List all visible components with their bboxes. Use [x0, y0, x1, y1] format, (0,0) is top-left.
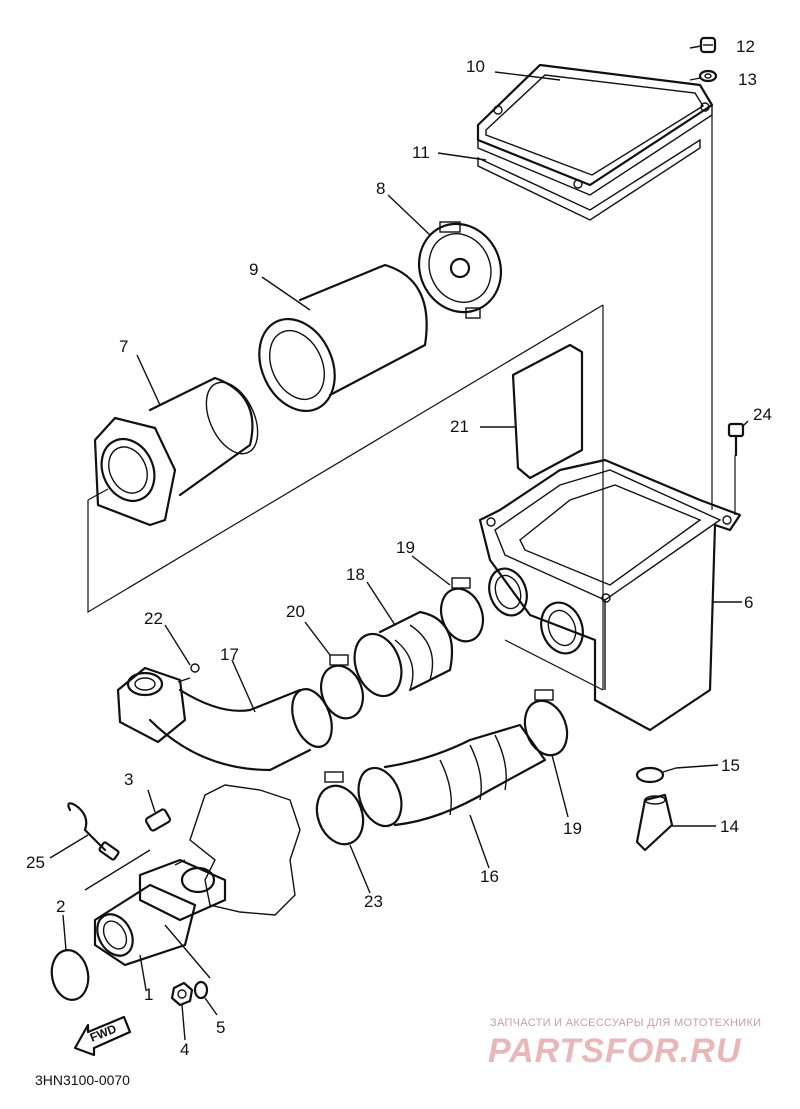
clamp-lower-right [523, 689, 569, 757]
callout-22: 22 [144, 609, 163, 628]
rubber-boot [357, 723, 547, 828]
drain-cap [635, 793, 674, 852]
callout-19-lower: 19 [563, 819, 582, 838]
callout-16: 16 [480, 867, 499, 886]
callout-10: 10 [466, 57, 485, 76]
carburetor-joint [93, 858, 227, 967]
forward-arrow-icon: FWD [73, 1015, 132, 1057]
callout-1: 1 [144, 985, 153, 1004]
sealing-plate [511, 343, 584, 480]
callout-7: 7 [119, 337, 128, 356]
callouts: 1 2 3 4 5 6 7 8 9 10 11 12 13 14 15 16 1… [26, 37, 772, 1059]
engine-outline [189, 784, 301, 916]
callout-24: 24 [753, 405, 772, 424]
callout-14: 14 [720, 817, 739, 836]
clamp-joint [319, 654, 365, 720]
reference-lines [87, 115, 736, 691]
case-bolt [727, 422, 745, 457]
intake-duct [116, 663, 333, 772]
drain-clip [635, 766, 677, 784]
clamp-upper [439, 577, 485, 643]
callout-12: 12 [736, 37, 755, 56]
sensor-lead [67, 802, 120, 861]
lock-washer [193, 980, 209, 1000]
element-holder [93, 376, 259, 527]
callout-18: 18 [346, 565, 365, 584]
cover-washer [698, 69, 718, 83]
callout-13: 13 [738, 70, 757, 89]
clamp-lower-left [315, 771, 365, 846]
nut [170, 981, 194, 1007]
leader-lines [49, 45, 749, 1041]
callout-20: 20 [286, 602, 305, 621]
callout-3: 3 [124, 770, 133, 789]
fwd-label: FWD [88, 1021, 119, 1044]
watermark: ЗАПЧАСТИ И АКСЕССУАРЫ ДЛЯ МОТОТЕХНИКИ PA… [488, 1017, 761, 1070]
callout-8: 8 [376, 179, 385, 198]
cover-screw [699, 36, 717, 54]
callout-21: 21 [450, 417, 469, 436]
callout-4: 4 [180, 1040, 189, 1059]
watermark-tagline: ЗАПЧАСТИ И АКСЕССУАРЫ ДЛЯ МОТОТЕХНИКИ [490, 1017, 761, 1029]
callout-5: 5 [216, 1018, 225, 1037]
watermark-brand: PARTSFOR.RU [488, 1032, 742, 1070]
cover-gasket [477, 138, 701, 221]
callout-25: 25 [26, 853, 45, 872]
element-end-cap [417, 221, 503, 319]
callout-23: 23 [364, 892, 383, 911]
callout-6: 6 [744, 593, 753, 612]
callout-2: 2 [56, 897, 65, 916]
diagram-code: 3HN3100-0070 [35, 1072, 130, 1088]
callout-9: 9 [249, 260, 258, 279]
callout-17: 17 [220, 645, 239, 664]
airbox-cover [476, 63, 714, 196]
air-filter-case [478, 458, 742, 732]
o-ring [50, 949, 90, 1001]
air-filter-element [258, 263, 428, 413]
callout-19-upper: 19 [396, 538, 415, 557]
screw [144, 808, 172, 832]
callout-11: 11 [412, 143, 430, 162]
callout-15: 15 [721, 756, 740, 775]
